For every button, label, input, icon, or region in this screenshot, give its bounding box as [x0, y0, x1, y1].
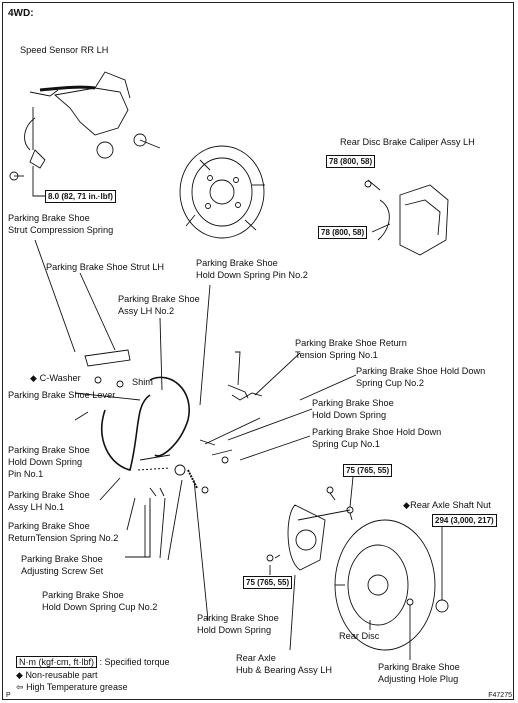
legend-grease: ⇦ High Temperature grease — [16, 682, 128, 692]
strut-spring-label-line1: Parking Brake Shoe — [8, 213, 90, 223]
torque-hub-lower: 75 (765, 55) — [243, 576, 293, 589]
holddown-spring-label-line1: Parking Brake Shoe — [312, 398, 394, 408]
legend-torque-box: N·m (kgf·cm, ft·lbf) — [16, 656, 97, 668]
strut-spring-label-line2: Strut Compression Spring — [8, 225, 114, 235]
pin2-label-line2: Hold Down Spring Pin No.2 — [196, 270, 308, 280]
torque-sensor: 8.0 (82, 71 in.·lbf) — [45, 190, 116, 203]
lever-label: Parking Brake Shoe Lever — [8, 390, 116, 400]
return-spring2-label-line1: Parking Brake Shoe — [8, 521, 90, 531]
cup2b-label-line1: Parking Brake Shoe — [42, 590, 124, 600]
figure-code: F47275 — [488, 692, 512, 699]
cwasher-label: ◆ C-Washer — [30, 373, 81, 383]
hub-label-line2: Hub & Bearing Assy LH — [236, 665, 333, 675]
section-title: 4WD: — [8, 8, 34, 19]
plug-label-line2: Adjusting Hole Plug — [378, 674, 459, 684]
hub-label-line1: Rear Axle — [236, 653, 276, 663]
torque-axle-nut: 294 (3,000, 217) — [432, 514, 497, 527]
pin2-label-line1: Parking Brake Shoe — [196, 258, 278, 268]
speed-sensor-label: Speed Sensor RR LH — [20, 45, 109, 55]
adjuster-label-line1: Parking Brake Shoe — [21, 554, 103, 564]
shoe1-label-line2: Assy LH No.1 — [8, 502, 65, 512]
pin1-label-line3: Pin No.1 — [8, 469, 44, 479]
nonreusable-mark: ◆ — [30, 373, 38, 383]
cup1-label-line2: Spring Cup No.1 — [312, 439, 380, 449]
nonreusable-icon: ◆ — [16, 670, 23, 680]
holddown-spring-label-line2: Hold Down Spring — [312, 410, 387, 420]
legend-torque: N·m (kgf·cm, ft·lbf) : Specified torque — [16, 656, 170, 668]
cup2-label-line1: Parking Brake Shoe Hold Down — [356, 366, 486, 376]
cup1-label-line1: Parking Brake Shoe Hold Down — [312, 427, 442, 437]
return-spring2-label-line2: ReturnTension Spring No.2 — [8, 533, 119, 543]
grease-arrow-icon: ⇦ — [16, 682, 24, 692]
torque-hub-upper: 75 (765, 55) — [343, 464, 393, 477]
return-spring-label-line1: Parking Brake Shoe Return — [295, 338, 407, 348]
torque-caliper-upper: 78 (800, 58) — [326, 155, 376, 168]
pin1-label-line1: Parking Brake Shoe — [8, 445, 90, 455]
torque-caliper-lower: 78 (800, 58) — [318, 226, 368, 239]
shim-label: Shim — [132, 377, 153, 387]
rear-disc-label: Rear Disc — [339, 631, 380, 641]
strut-label: Parking Brake Shoe Strut LH — [46, 262, 164, 272]
caliper-label: Rear Disc Brake Caliper Assy LH — [340, 137, 475, 147]
cup2-label-line2: Spring Cup No.2 — [356, 378, 424, 388]
return-spring-label-line2: Tension Spring No.1 — [295, 350, 378, 360]
holddown-spring-b-label-line1: Parking Brake Shoe — [197, 613, 279, 623]
legend-nonreusable: ◆ Non-reusable part — [16, 670, 98, 680]
shoe2-label-line2: Assy LH No.2 — [118, 306, 175, 316]
axle-nut-label: ◆Rear Axle Shaft Nut — [403, 500, 491, 510]
adjuster-label-line2: Adjusting Screw Set — [21, 566, 104, 576]
page-mark: P — [6, 692, 11, 699]
cup2b-label-line2: Hold Down Spring Cup No.2 — [42, 602, 158, 612]
nonreusable-mark: ◆ — [403, 500, 411, 510]
holddown-spring-b-label-line2: Hold Down Spring — [197, 625, 272, 635]
shoe1-label-line1: Parking Brake Shoe — [8, 490, 90, 500]
shoe2-label-line1: Parking Brake Shoe — [118, 294, 200, 304]
plug-label-line1: Parking Brake Shoe — [378, 662, 460, 672]
pin1-label-line2: Hold Down Spring — [8, 457, 83, 467]
